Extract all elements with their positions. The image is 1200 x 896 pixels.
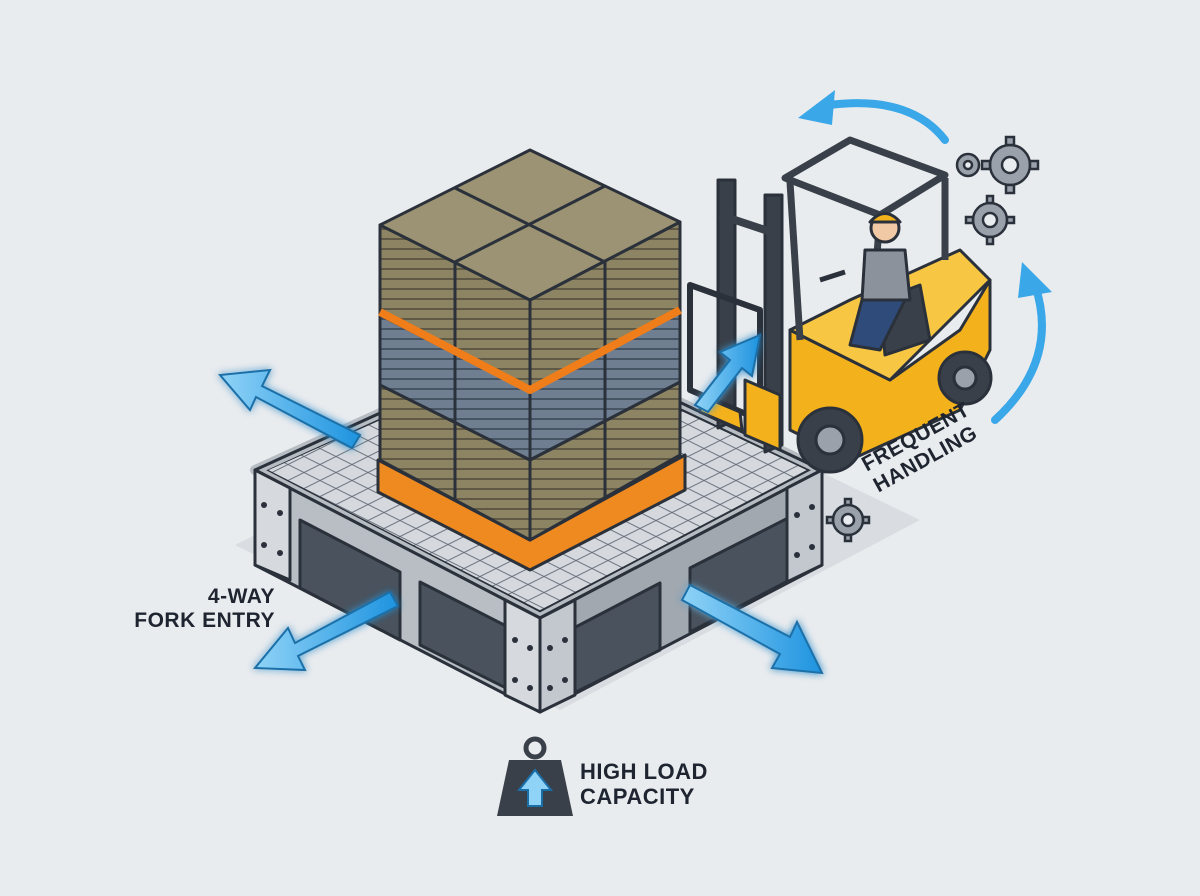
fork-entry-label: 4-WAY FORK ENTRY xyxy=(110,585,275,632)
crate-stack xyxy=(376,148,687,572)
gear-icon xyxy=(825,135,1040,543)
up-arrow-icon xyxy=(516,768,554,807)
fork-entry-line1: 4-WAY xyxy=(207,585,275,608)
arrow-front-left xyxy=(252,590,400,672)
fork-entry-arrows xyxy=(217,333,824,675)
curved-arrow-top xyxy=(826,99,949,144)
rotation-arrows xyxy=(798,90,1052,424)
arrow-front-right xyxy=(680,583,824,675)
arrow-forklift-entry xyxy=(693,333,762,414)
curved-arrow-right xyxy=(991,281,1046,424)
fork-entry-line2: FORK ENTRY xyxy=(134,608,275,632)
weight-icon xyxy=(497,736,573,816)
load-line2: CAPACITY xyxy=(580,783,695,809)
load-line1: HIGH LOAD xyxy=(580,759,708,784)
load-capacity-label: HIGH LOAD CAPACITY xyxy=(580,759,708,809)
arrow-back-left xyxy=(217,368,362,450)
forklift xyxy=(687,136,993,474)
